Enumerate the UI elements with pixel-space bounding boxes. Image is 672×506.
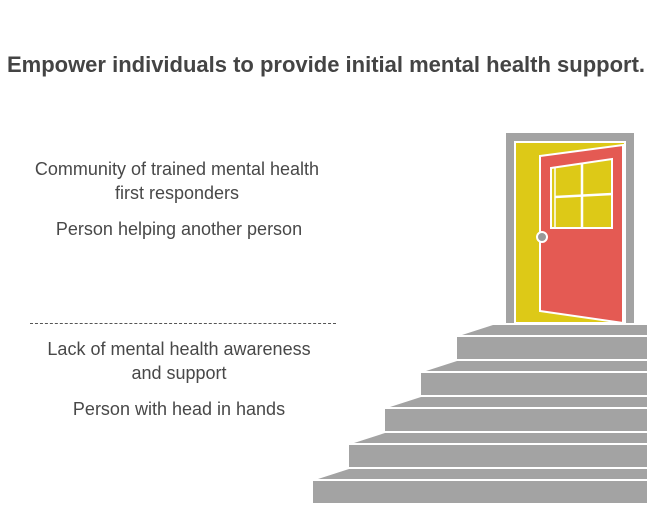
stairs-icon [313, 325, 647, 503]
top-subtext: Person helping another person [55, 219, 303, 239]
section-divider [30, 323, 336, 324]
top-heading: Community of trained mental health first… [34, 159, 320, 203]
door-icon [506, 133, 634, 325]
bottom-heading: Lack of mental health awareness and supp… [47, 339, 311, 383]
page-title: Empower individuals to provide initial m… [6, 52, 646, 77]
bottom-subtext: Person with head in hands [72, 399, 286, 419]
